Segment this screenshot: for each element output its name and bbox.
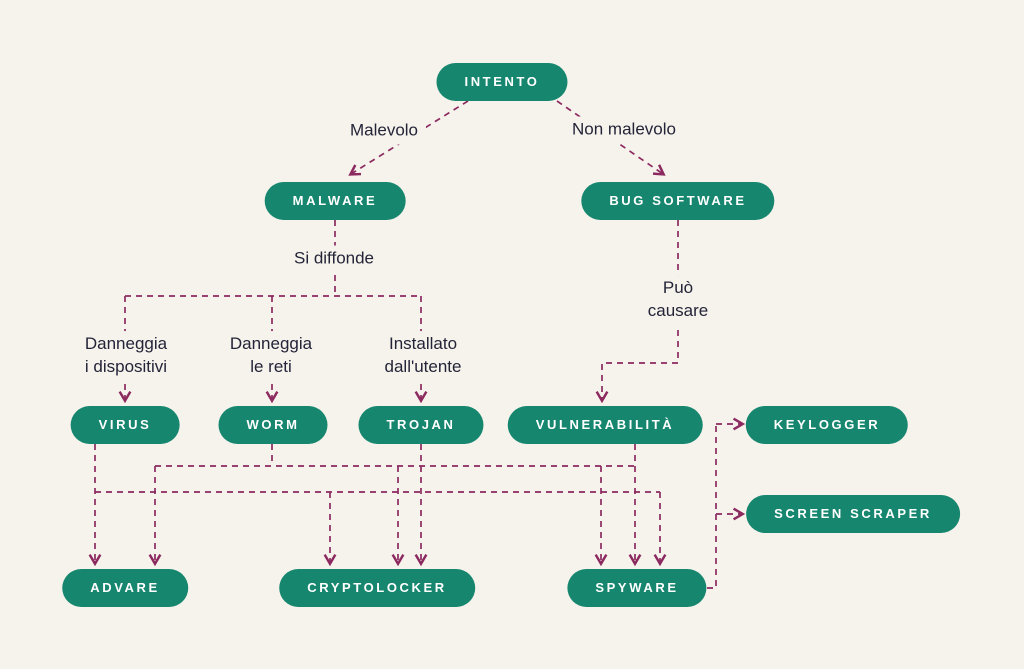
edge-label-non-malevolo: Non malevolo — [564, 116, 684, 144]
edge-label-malevolo: Malevolo — [341, 117, 427, 145]
node-worm: WORM — [218, 406, 328, 444]
node-advare: ADVARE — [62, 569, 188, 607]
node-screen-scraper: SCREEN SCRAPER — [746, 495, 960, 533]
edge-label-danneggia-dispositivi: Danneggia i dispositivi — [76, 331, 176, 381]
edge-label-puo-causare: Può causare — [639, 275, 717, 325]
node-vulnerabilita: VULNERABILITÀ — [507, 406, 703, 444]
node-bug-software: BUG SOFTWARE — [581, 182, 775, 220]
edge-label-installato-utente: Installato dall'utente — [376, 331, 470, 381]
edge-spyware-riser — [707, 424, 717, 589]
node-malware: MALWARE — [264, 182, 406, 220]
node-cryptolocker: CRYPTOLOCKER — [279, 569, 475, 607]
edge-label-danneggia-reti: Danneggia le reti — [221, 331, 321, 381]
node-keylogger: KEYLOGGER — [745, 406, 909, 444]
node-virus: VIRUS — [70, 406, 180, 444]
node-trojan: TROJAN — [358, 406, 484, 444]
node-spyware: SPYWARE — [567, 569, 707, 607]
edge-label-si-diffonde: Si diffonde — [285, 245, 383, 273]
node-intento: INTENTO — [436, 63, 568, 101]
